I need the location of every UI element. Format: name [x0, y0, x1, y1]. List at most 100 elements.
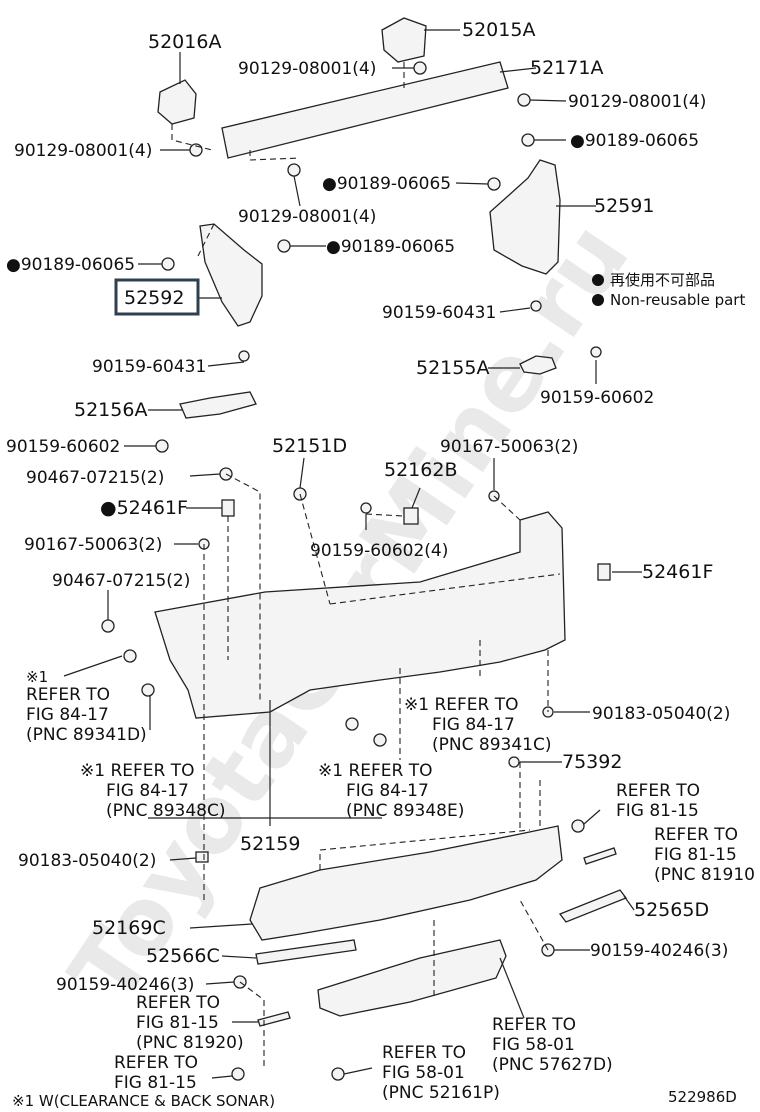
ref10-line1[interactable]: REFER TO	[114, 1053, 198, 1073]
highlight-box-52592	[114, 278, 200, 316]
ref4-line3[interactable]: (PNC 89348E)	[346, 801, 464, 821]
screw-icon	[155, 439, 169, 453]
ref8-line2[interactable]: FIG 58-01	[492, 1035, 575, 1055]
ref2-line3[interactable]: (PNC 89341C)	[432, 735, 551, 755]
fasteners	[101, 61, 602, 1081]
label-90129-b[interactable]: 90129-08001(4)	[568, 92, 706, 112]
clip-52461F-right[interactable]	[597, 563, 611, 581]
label-52156A[interactable]: 52156A	[74, 399, 147, 421]
label-52565D[interactable]: 52565D	[634, 899, 709, 921]
part-52565D[interactable]	[558, 889, 628, 923]
ref10-line2[interactable]: FIG 81-15	[114, 1073, 197, 1093]
ref5-line2[interactable]: FIG 81-15	[616, 801, 699, 821]
label-52566C[interactable]: 52566C	[146, 945, 220, 967]
ref1-note: ※1	[26, 668, 48, 686]
label-90129-a[interactable]: 90129-08001(4)	[238, 59, 376, 79]
clip-icon	[508, 756, 520, 768]
bumper-reinforcement-52171A[interactable]	[221, 61, 509, 159]
label-90467-a[interactable]: 90467-07215(2)	[26, 468, 164, 488]
label-90167-b[interactable]: 90167-50063(2)	[24, 535, 162, 555]
label-90159-60602-b[interactable]: 90159-60602	[6, 437, 120, 457]
label-90467-b[interactable]: 90467-07215(2)	[52, 571, 190, 591]
ref8-line1[interactable]: REFER TO	[492, 1015, 576, 1035]
ref7-line3[interactable]: (PNC 81920)	[136, 1033, 244, 1053]
ref3-line3[interactable]: (PNC 89348C)	[106, 801, 225, 821]
ref7-line1[interactable]: REFER TO	[136, 993, 220, 1013]
label-90189-c[interactable]: ●90189-06065	[326, 237, 455, 257]
label-52169C[interactable]: 52169C	[92, 917, 166, 939]
labels: 52016A 52015A 52171A 90129-08001(4) 9012…	[6, 19, 755, 1110]
ref3-line1[interactable]: ※1 REFER TO	[80, 761, 195, 781]
label-90189-d[interactable]: ●90189-06065	[6, 255, 135, 275]
side-retainer-52592[interactable]	[199, 223, 263, 327]
side-retainer-52591[interactable]	[489, 159, 561, 275]
sensor-bracket-icon	[345, 717, 359, 731]
label-90159-40246-b[interactable]: 90159-40246(3)	[56, 975, 194, 995]
clip-icon	[231, 1067, 245, 1081]
ref4-line2[interactable]: FIG 84-17	[346, 781, 429, 801]
label-52155A[interactable]: 52155A	[416, 357, 489, 379]
label-90129-d[interactable]: 90129-08001(4)	[238, 207, 376, 227]
lower-cover-52169C[interactable]	[249, 825, 563, 941]
label-90159-40246-a[interactable]: 90159-40246(3)	[590, 941, 728, 961]
ref6-line2[interactable]: FIG 81-15	[654, 845, 737, 865]
ref4-line1[interactable]: ※1 REFER TO	[318, 761, 433, 781]
label-90189-b[interactable]: ●90189-06065	[322, 174, 451, 194]
rear-diffuser[interactable]	[317, 939, 507, 1017]
sensor-bracket-icon	[141, 683, 155, 697]
ref2-line1[interactable]: ※1 REFER TO	[404, 695, 519, 715]
ref6-line1[interactable]: REFER TO	[654, 825, 738, 845]
label-90159-60602-a[interactable]: 90159-60602	[540, 388, 654, 408]
legend-dot-jp	[592, 274, 604, 286]
ref2-line2[interactable]: FIG 84-17	[432, 715, 515, 735]
label-90183-a[interactable]: 90183-05040(2)	[592, 704, 730, 724]
bracket-52016A[interactable]	[157, 79, 197, 125]
label-90159-60602-c[interactable]: 90159-60602(4)	[310, 541, 448, 561]
ref9-line1[interactable]: REFER TO	[382, 1043, 466, 1063]
ref1-line2[interactable]: FIG 84-17	[26, 705, 109, 725]
label-90159-60431-a[interactable]: 90159-60431	[382, 303, 496, 323]
reflector-right[interactable]	[583, 847, 617, 865]
label-52461F-a[interactable]: ●52461F	[100, 497, 188, 519]
ref1-line3[interactable]: (PNC 89341D)	[26, 725, 147, 745]
footnote: ※1 W(CLEARANCE & BACK SONAR)	[12, 1092, 275, 1110]
label-75392[interactable]: 75392	[562, 751, 622, 773]
label-90189-a[interactable]: ●90189-06065	[570, 131, 699, 151]
ref5-line1[interactable]: REFER TO	[616, 781, 700, 801]
label-52592[interactable]: 52592	[124, 287, 184, 309]
part-52156A[interactable]	[179, 391, 257, 419]
label-52171A[interactable]: 52171A	[530, 57, 603, 79]
bracket-52015A[interactable]	[381, 17, 427, 63]
clip-52461F-left[interactable]	[221, 499, 235, 517]
label-52015A[interactable]: 52015A	[462, 19, 535, 41]
label-90159-60431-b[interactable]: 90159-60431	[92, 357, 206, 377]
label-90167-a[interactable]: 90167-50063(2)	[440, 437, 578, 457]
ref9-line2[interactable]: FIG 58-01	[382, 1063, 465, 1083]
cap-52162B[interactable]	[403, 507, 419, 525]
part-52566C[interactable]	[255, 939, 357, 965]
clip-icon	[277, 239, 291, 253]
ref6-line3[interactable]: (PNC 81910	[654, 865, 755, 885]
label-52162B[interactable]: 52162B	[384, 459, 457, 481]
bolt-icon	[517, 93, 531, 107]
part-52155A[interactable]	[519, 355, 557, 375]
figure-code: 522986D	[668, 1088, 737, 1106]
label-52591[interactable]: 52591	[594, 195, 654, 217]
label-52461F-b[interactable]: 52461F	[642, 561, 713, 583]
label-52016A[interactable]: 52016A	[148, 31, 221, 53]
label-90183-b[interactable]: 90183-05040(2)	[18, 851, 156, 871]
label-52151D[interactable]: 52151D	[272, 435, 347, 457]
label-52159[interactable]: 52159	[240, 833, 300, 855]
ref7-line2[interactable]: FIG 81-15	[136, 1013, 219, 1033]
ref9-line3[interactable]: (PNC 52161P)	[382, 1083, 500, 1103]
bumper-cover-52159[interactable]	[154, 511, 566, 719]
label-90129-c[interactable]: 90129-08001(4)	[14, 141, 152, 161]
bolt-icon	[287, 163, 301, 177]
ref8-line3[interactable]: (PNC 57627D)	[492, 1055, 613, 1075]
clip-icon	[521, 133, 535, 147]
legend-jp: 再使用不可部品	[610, 271, 715, 289]
reflector-left[interactable]	[257, 1011, 291, 1027]
ref3-line2[interactable]: FIG 84-17	[106, 781, 189, 801]
ref1-line1[interactable]: REFER TO	[26, 685, 110, 705]
